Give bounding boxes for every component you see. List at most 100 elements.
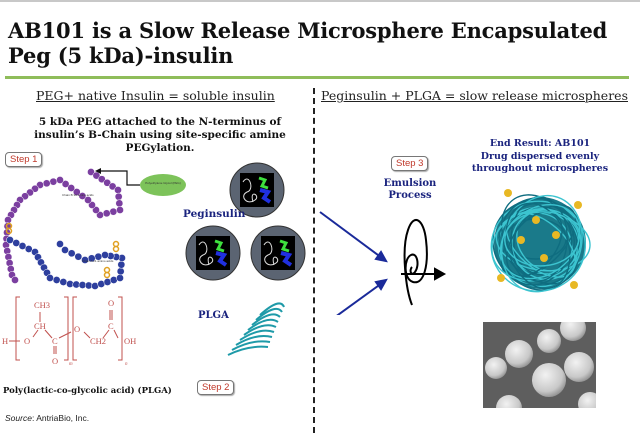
amino-acid-bead [24,245,33,253]
drug-particle [504,189,512,197]
amino-acid-bead [102,209,111,218]
polymer-strand [505,202,571,290]
amino-acid-bead [116,267,125,276]
polymer-strand [504,211,580,267]
amino-acid-bead [11,276,19,284]
slide-title: AB101 is a Slow Release Microsphere Enca… [8,18,608,68]
peginsulin-molecule [250,225,306,281]
amino-acid-bead [96,211,104,219]
peginsulin-molecule [185,225,241,281]
amino-acid-bead [49,177,58,186]
formula-c1: C [52,336,58,346]
formula-h: H [2,336,8,346]
amino-acid-bead [88,201,96,209]
drug-particle [570,281,578,289]
right-heading: Peginsulin + PLGA = slow release microsp… [321,88,628,103]
formula-oh: OH [124,336,136,346]
source-prefix: Source [5,413,32,423]
amino-acid-bead [42,179,51,188]
plga-formula: CH3 CH H O C O O CH2 O C OH m n [2,296,136,367]
amino-acid-bead [101,251,109,259]
ribbon-strand [247,318,279,331]
peg-ellipse [140,174,186,196]
formula-n: n [125,362,128,367]
amino-acid-bead [108,182,117,191]
formula-ch3: CH3 [34,300,50,310]
top-border [0,0,640,2]
ribbon-strand [231,340,271,351]
amino-acid-bead [72,188,81,196]
amino-acid-bead [12,239,21,247]
amino-acid-bead [18,242,27,250]
amino-acid-bead [67,184,76,192]
amino-acid-bead [6,236,14,244]
end-result-line3: throughout microspheres [471,163,609,174]
polymer-strand [499,203,581,280]
formula-c2: C [108,321,114,331]
end-result-line1: End Result: AB101 [489,138,591,149]
amino-acid-bead [84,196,92,204]
arrowhead-icon [374,250,388,263]
amino-acid-bead [61,180,70,188]
amino-acid-bead [61,246,69,254]
drug-particle [532,216,540,224]
drug-particle [552,231,560,239]
plga-label: PLGA [198,310,229,321]
arrowhead-icon [95,168,101,174]
formula-o2: O [52,356,58,366]
amino-acid-bead [116,274,124,282]
peginsulin-label: Peginsulin [183,208,246,220]
chain-a-label: Chain A 21 amino acids [82,259,114,263]
ribbon-strand [227,345,269,356]
amino-acid-bead [56,176,64,184]
amino-acid-bead [87,168,95,176]
sem-microspheres-image [483,322,596,408]
ribbon-strand [255,307,283,321]
formula-o3: O [108,298,114,308]
amino-acid-bead [56,240,64,248]
arrow-plga-icon [336,282,383,315]
amino-acid-bead [103,178,112,187]
amino-acid-bead [74,252,83,261]
peginsulin-molecule [229,162,285,218]
drug-particle [574,201,582,209]
formula-ch2: CH2 [90,336,106,346]
ribbon-strand [235,335,273,346]
amino-acid-bead [92,206,100,214]
plga-ribbon [227,302,285,356]
microsphere-illustration [490,189,591,293]
peg-description: 5 kDa PEG attached to the N-terminus of … [34,116,286,154]
amino-acid-bead [114,186,122,194]
formula-o1: O [24,336,30,346]
drug-particle [497,274,505,282]
section-divider [313,88,315,433]
peginsulin-molecules [185,162,306,281]
chain-a-beads [6,236,126,290]
amino-acid-bead [97,175,106,184]
arrowhead-icon [374,278,388,291]
step-1-badge: Step 1 [5,152,43,167]
polymer-strand [501,194,583,293]
amino-acid-bead [78,192,87,200]
amino-acid-bead [114,192,123,201]
step-2-badge: Step 2 [197,380,235,395]
drug-particle [517,236,525,244]
process-diagram [319,189,591,315]
emulsion-process-label: Emulsion Process [383,178,437,201]
ribbon-strand [243,324,277,336]
ribbon-strand [259,302,285,316]
peg-attach-arrow [98,170,140,186]
source-note: Source: AntriaBio, Inc. [5,413,89,423]
amino-acid-bead [92,171,101,180]
amino-acid-bead [116,206,124,214]
end-result-text: End Result: AB101 Drug dispersed evenly … [460,138,620,176]
polymer-strand [500,194,580,285]
step-3-badge: Step 3 [391,156,429,171]
amino-acid-bead [109,207,118,216]
insulin-peg-diagram: Chain B 30 amino acids Chain A 21 amino … [2,162,306,290]
source-name: : AntriaBio, Inc. [31,413,90,423]
plga-name: Poly(lactic-co-glycolic acid) (PLGA) [3,386,172,396]
disulfide-bonds [5,222,120,279]
ribbon-strand [251,313,281,326]
title-underline [5,76,629,79]
